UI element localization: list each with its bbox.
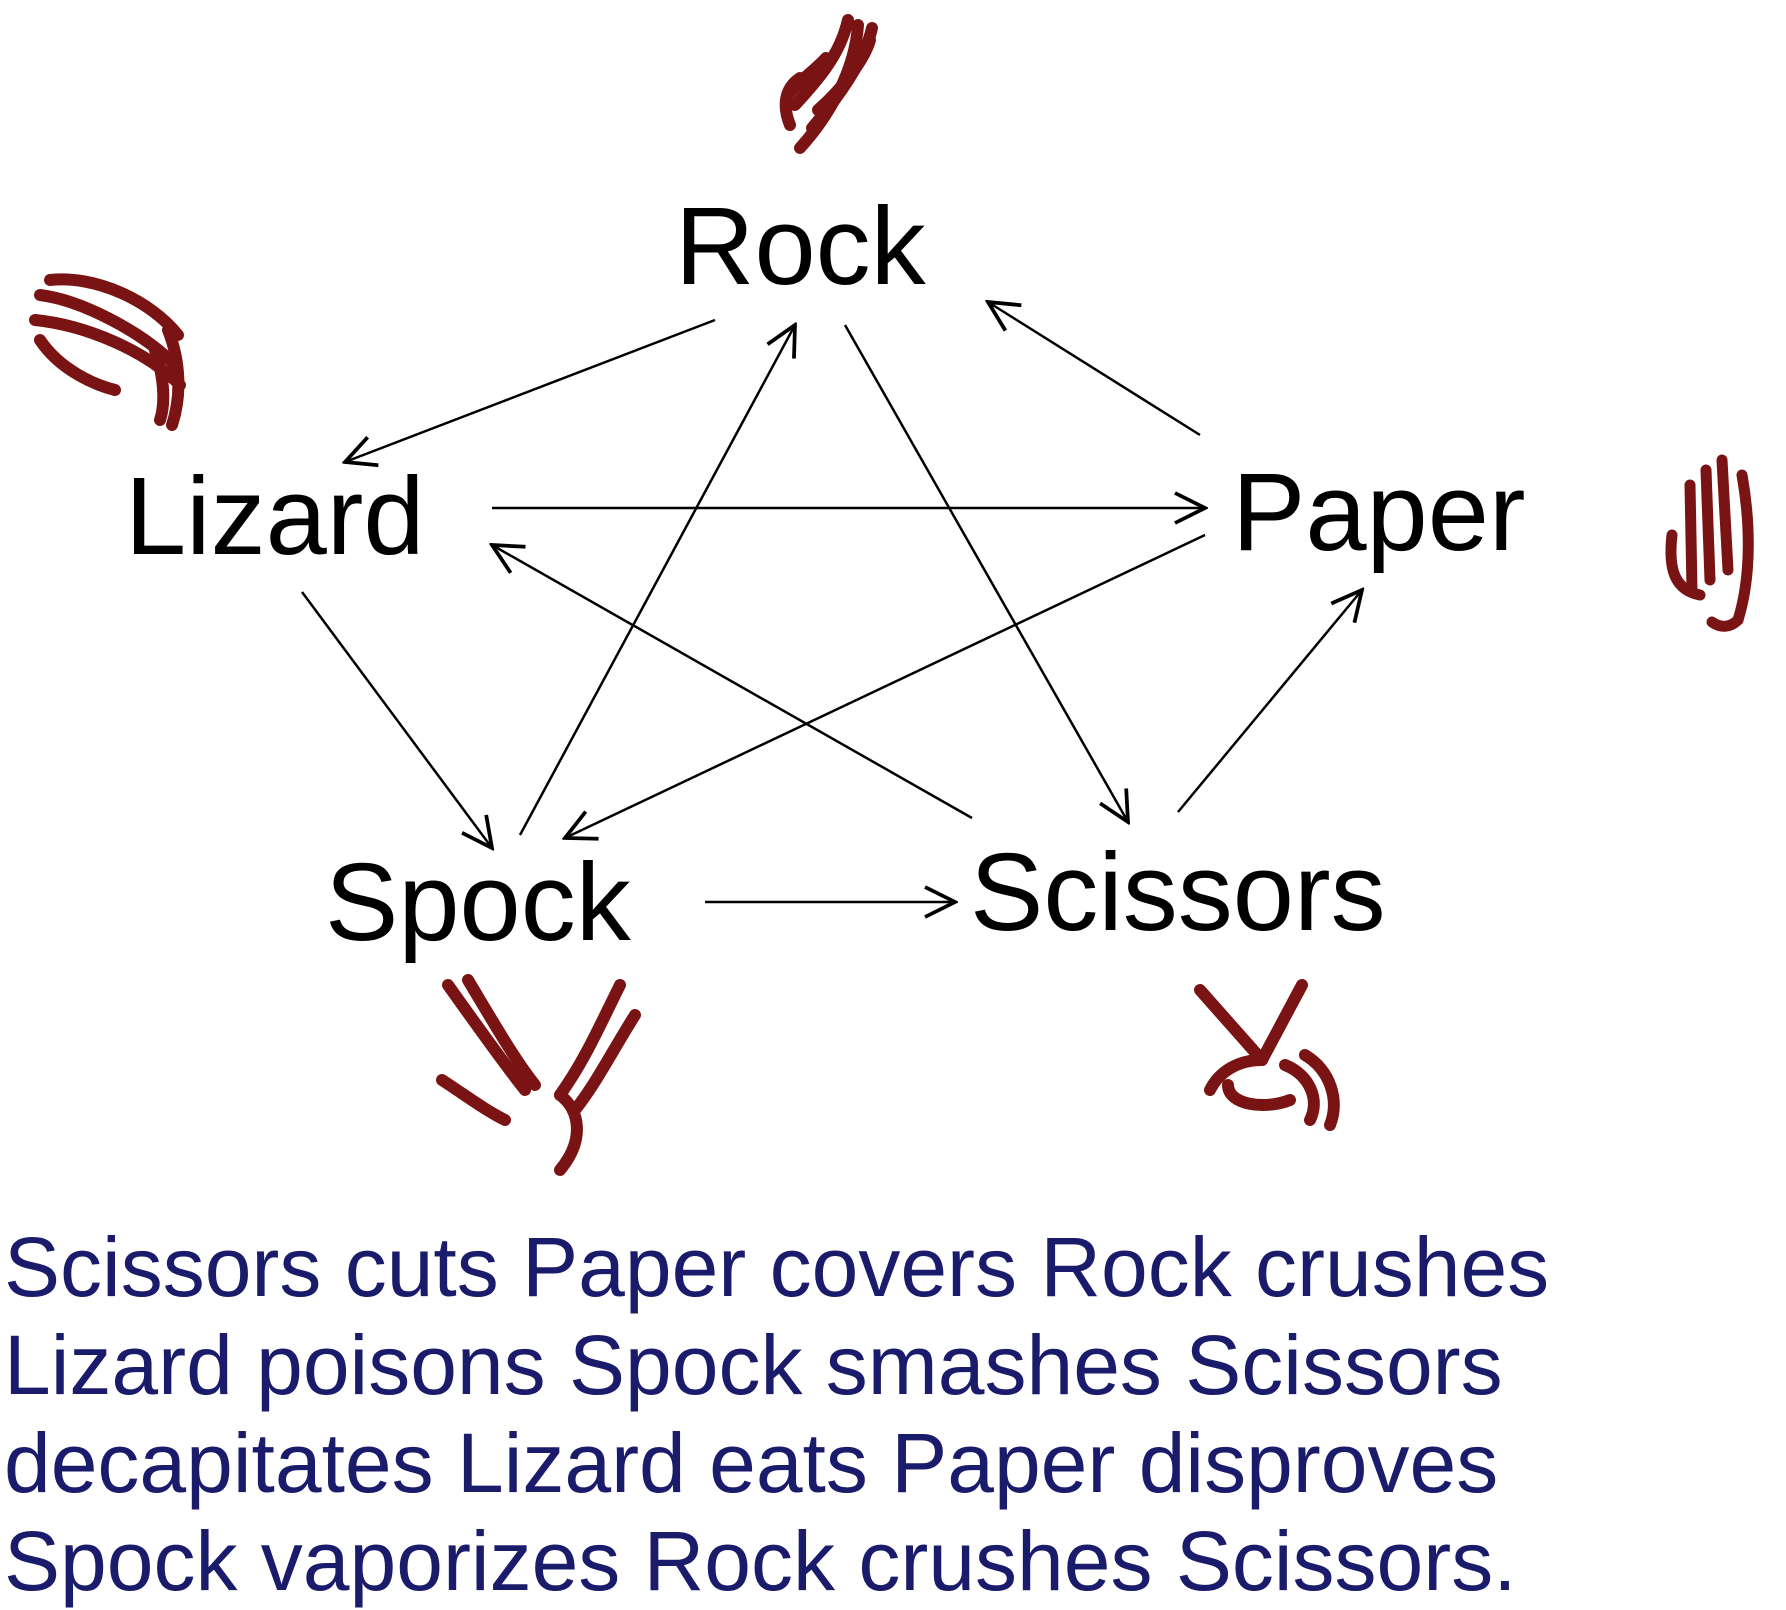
- edge-paper-to-rock: [988, 302, 1201, 437]
- lizard-hand-icon: [29, 273, 186, 431]
- rock-hand-icon: [779, 14, 878, 154]
- edge-rock-to-scissors: [843, 324, 1128, 822]
- paper-hand-icon: [1665, 454, 1754, 632]
- scissors-hand-icon: [1194, 979, 1340, 1131]
- caption-line: Spock vaporizes Rock crushes Scissors.: [4, 1514, 1517, 1608]
- node-rock-label: Rock: [675, 185, 926, 308]
- caption-line: Lizard poisons Spock smashes Scissors: [4, 1318, 1503, 1412]
- caption-line: decapitates Lizard eats Paper disproves: [4, 1416, 1499, 1510]
- edges-layer: [300, 302, 1362, 902]
- edge-rock-to-lizard: [345, 318, 716, 462]
- caption-line: Scissors cuts Paper covers Rock crushes: [4, 1220, 1550, 1314]
- edge-lizard-to-spock: [300, 591, 492, 848]
- spock-hand-icon: [436, 974, 641, 1176]
- node-scissors-label: Scissors: [970, 831, 1386, 954]
- edge-spock-to-rock: [518, 325, 795, 836]
- edge-paper-to-spock: [565, 533, 1206, 838]
- edge-scissors-to-paper: [1177, 590, 1362, 813]
- node-paper-label: Paper: [1232, 451, 1526, 574]
- rules-caption: Scissors cuts Paper covers Rock crushes …: [4, 1218, 1784, 1610]
- node-lizard-label: Lizard: [125, 455, 425, 578]
- node-spock-label: Spock: [325, 841, 631, 964]
- edge-scissors-to-lizard: [492, 545, 973, 820]
